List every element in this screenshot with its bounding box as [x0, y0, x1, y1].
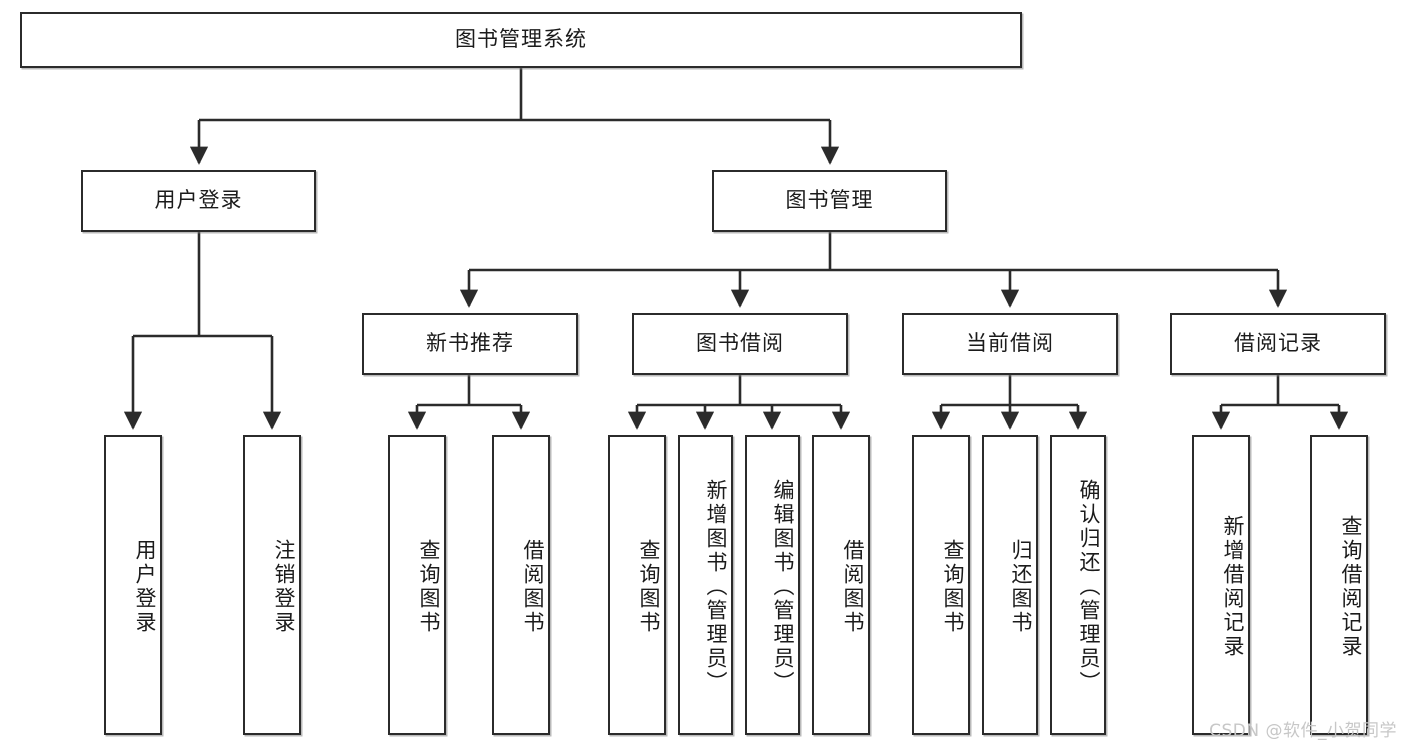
leaf-borrow-book-recommend[interactable]: 借阅图书: [492, 435, 550, 735]
leaf-add-book-admin[interactable]: 新增图书（管理员）: [678, 435, 733, 735]
node-label: 查询图书: [637, 539, 661, 635]
node-label: 新增借阅记录: [1221, 515, 1245, 659]
leaf-add-borrow-record[interactable]: 新增借阅记录: [1192, 435, 1250, 735]
node-label: 用户登录: [133, 539, 157, 635]
node-label: 新增图书（管理员）: [704, 479, 728, 695]
node-root-book-management-system[interactable]: 图书管理系统: [20, 12, 1022, 68]
node-label: 查询借阅记录: [1339, 515, 1363, 659]
node-label: 注销登录: [272, 539, 296, 635]
leaf-edit-book-admin[interactable]: 编辑图书（管理员）: [745, 435, 800, 735]
node-label: 编辑图书（管理员）: [771, 479, 795, 695]
node-label: 新书推荐: [426, 331, 514, 356]
node-label: 查询图书: [417, 539, 441, 635]
leaf-return-book[interactable]: 归还图书: [982, 435, 1038, 735]
node-label: 借阅图书: [521, 539, 545, 635]
node-label: 图书管理系统: [455, 27, 587, 52]
leaf-query-borrow-record[interactable]: 查询借阅记录: [1310, 435, 1368, 735]
node-current-borrow[interactable]: 当前借阅: [902, 313, 1118, 375]
leaf-query-book-current[interactable]: 查询图书: [912, 435, 970, 735]
node-label: 确认归还（管理员）: [1077, 479, 1101, 695]
node-label: 用户登录: [154, 188, 243, 213]
node-label: 图书管理: [785, 188, 874, 213]
node-label: 查询图书: [941, 539, 965, 635]
node-label: 图书借阅: [696, 331, 784, 356]
node-user-login[interactable]: 用户登录: [81, 170, 316, 232]
leaf-borrow-book[interactable]: 借阅图书: [812, 435, 870, 735]
leaf-confirm-return-admin[interactable]: 确认归还（管理员）: [1050, 435, 1106, 735]
leaf-query-book-borrow[interactable]: 查询图书: [608, 435, 666, 735]
node-label: 当前借阅: [966, 331, 1054, 356]
node-label: 归还图书: [1009, 539, 1033, 635]
leaf-user-login[interactable]: 用户登录: [104, 435, 162, 735]
csdn-watermark: CSDN @软件_小贺同学: [1209, 721, 1397, 741]
leaf-logout-login[interactable]: 注销登录: [243, 435, 301, 735]
node-book-borrow[interactable]: 图书借阅: [632, 313, 848, 375]
node-label: 借阅图书: [841, 539, 865, 635]
leaf-query-book-recommend[interactable]: 查询图书: [388, 435, 446, 735]
node-new-book-recommend[interactable]: 新书推荐: [362, 313, 578, 375]
node-book-management[interactable]: 图书管理: [712, 170, 947, 232]
node-borrow-record[interactable]: 借阅记录: [1170, 313, 1386, 375]
node-label: 借阅记录: [1234, 331, 1322, 356]
